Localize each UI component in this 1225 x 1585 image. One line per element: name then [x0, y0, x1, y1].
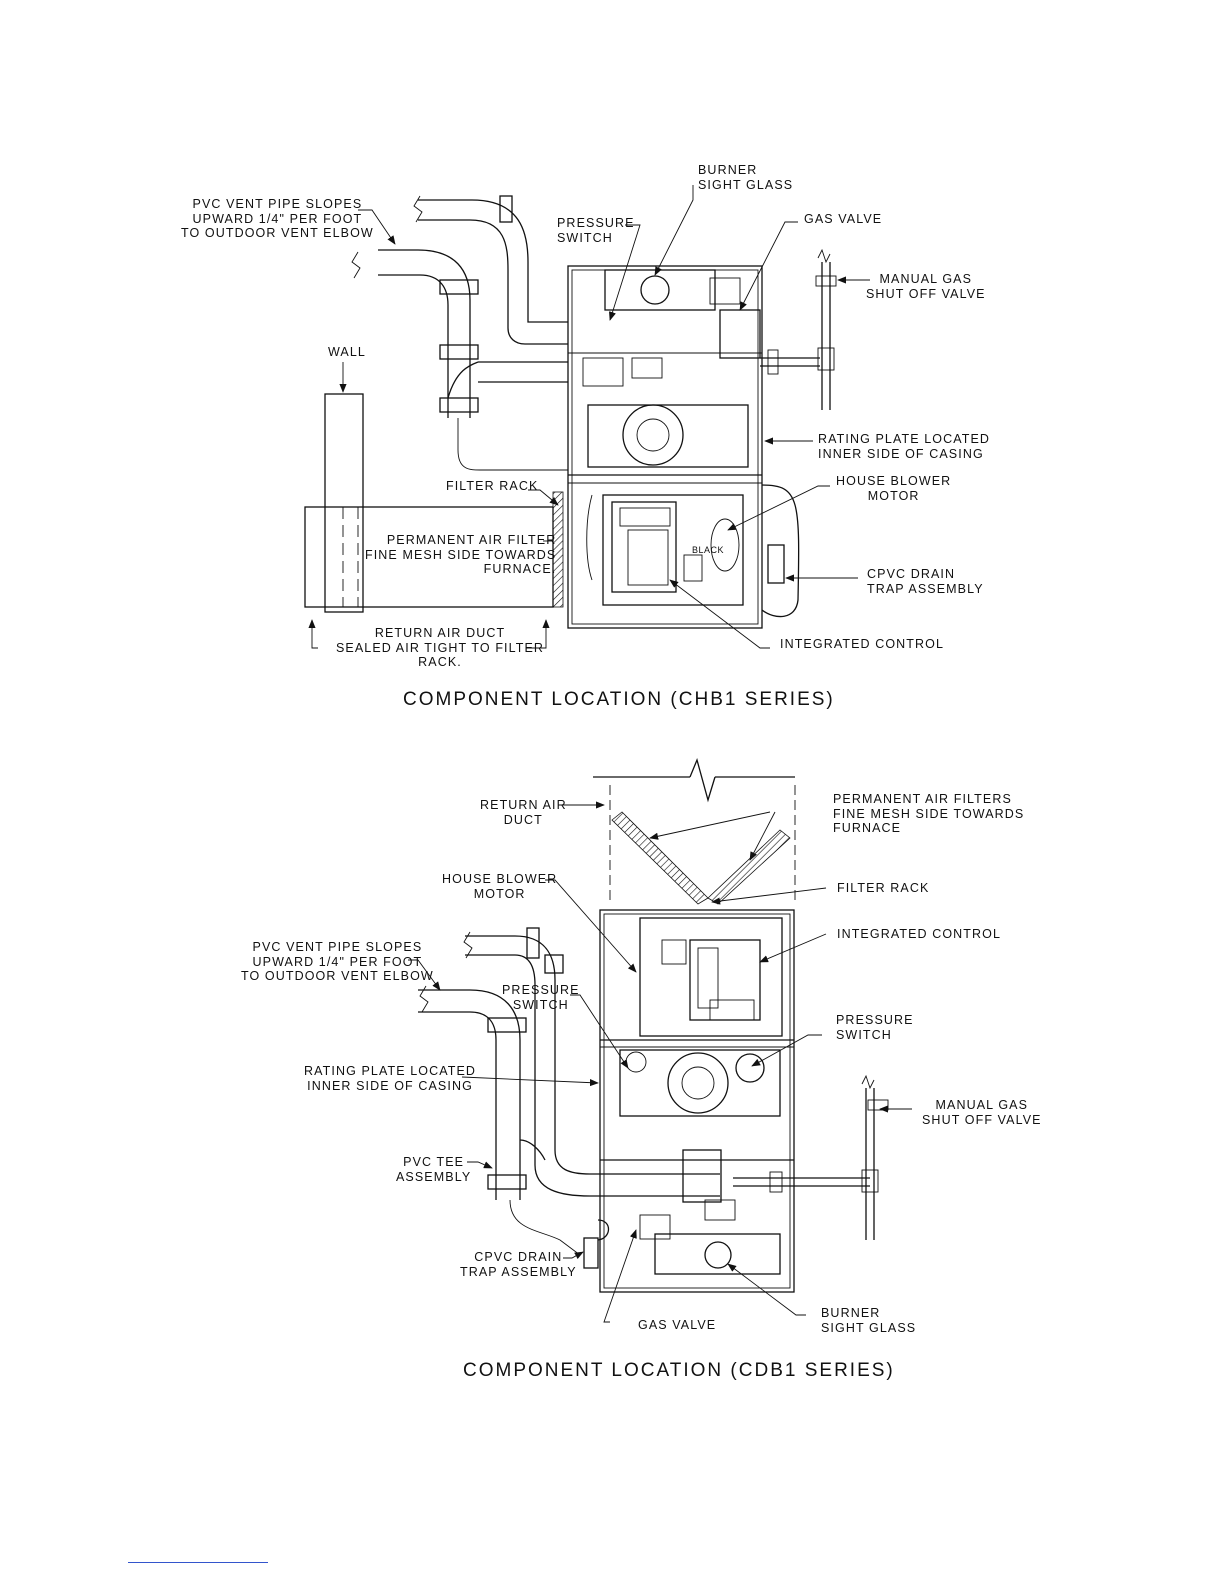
cdb1-label-filter-rack: FILTER RACK — [837, 881, 930, 895]
chb1-label-air-filter: PERMANENT AIR FILTER FINE MESH SIDE TOWA… — [365, 533, 557, 576]
chb1-return-duct — [304, 491, 564, 608]
chb1-label-wall: WALL — [328, 345, 366, 359]
cdb1-label-return-air-duct: RETURN AIR DUCT — [480, 798, 567, 827]
chb1-label-manual-gas-valve: MANUAL GAS SHUT OFF VALVE — [866, 272, 986, 301]
cdb1-return-duct — [593, 757, 796, 905]
chb1-cabinet — [567, 265, 763, 629]
cdb1-cabinet — [599, 909, 795, 1293]
cdb1-label-drain-trap: CPVC DRAIN TRAP ASSEMBLY — [460, 1250, 577, 1279]
cdb1-label-pressure-switch-right: PRESSURE SWITCH — [836, 1013, 914, 1042]
chb1-label-return-air-duct: RETURN AIR DUCT SEALED AIR TIGHT TO FILT… — [336, 626, 545, 669]
chb1-inducer — [582, 357, 749, 468]
cdb1-leaders — [408, 801, 912, 1323]
cdb1-gas-line — [733, 1074, 889, 1240]
chb1-burner-box — [604, 269, 741, 311]
chb1-gas-valve — [719, 309, 820, 375]
cdb1-label-manual-gas-valve: MANUAL GAS SHUT OFF VALVE — [922, 1098, 1042, 1127]
chb1-control-area — [586, 494, 744, 606]
chb1-label-rating-plate: RATING PLATE LOCATED INNER SIDE OF CASIN… — [818, 432, 991, 461]
cdb1-drawing — [408, 757, 912, 1323]
chb1-label-burner-sight-glass: BURNER SIGHT GLASS — [698, 163, 794, 192]
chb1-label-black-wire: BLACK — [692, 545, 725, 555]
chb1-label-gas-valve: GAS VALVE — [804, 212, 883, 226]
footer-link-underline[interactable] — [128, 1562, 268, 1563]
cdb1-label-burner-sight-glass: BURNER SIGHT GLASS — [821, 1306, 917, 1335]
cdb1-label-rating-plate: RATING PLATE LOCATED INNER SIDE OF CASIN… — [304, 1064, 477, 1093]
chb1-vent-pipes — [351, 195, 568, 471]
chb1-label-drain-trap: CPVC DRAIN TRAP ASSEMBLY — [867, 567, 984, 596]
cdb1-label-gas-valve: GAS VALVE — [638, 1318, 717, 1332]
chb1-leaders — [308, 185, 870, 649]
chb1-label-vent-pipe: PVC VENT PIPE SLOPES UPWARD 1/4" PER FOO… — [181, 197, 374, 240]
cdb1-label-pvc-tee: PVC TEE ASSEMBLY — [396, 1155, 472, 1184]
cdb1-inducer — [619, 1049, 781, 1117]
cdb1-burner-box — [639, 1199, 781, 1275]
chb1-title: COMPONENT LOCATION (CHB1 SERIES) — [403, 689, 835, 710]
cdb1-control-area — [639, 917, 783, 1037]
cdb1-label-integrated-control: INTEGRATED CONTROL — [837, 927, 1002, 941]
cdb1-vent-pipes — [418, 927, 722, 1203]
cdb1-drain-trap — [509, 1199, 610, 1269]
chb1-label-integrated-control: INTEGRATED CONTROL — [780, 637, 945, 651]
cdb1-label-pressure-switch-left: PRESSURE SWITCH — [502, 983, 580, 1012]
cdb1-label-house-blower-motor: HOUSE BLOWER MOTOR — [442, 872, 558, 901]
chb1-label-filter-rack: FILTER RACK — [446, 479, 539, 493]
cdb1-label-vent-pipe: PVC VENT PIPE SLOPES UPWARD 1/4" PER FOO… — [241, 940, 434, 983]
cdb1-label-air-filters: PERMANENT AIR FILTERS FINE MESH SIDE TOW… — [833, 792, 1025, 835]
chb1-drain-trap — [761, 484, 800, 618]
cdb1-title: COMPONENT LOCATION (CDB1 SERIES) — [463, 1360, 895, 1381]
chb1-gas-line — [815, 248, 837, 410]
chb1-label-house-blower-motor: HOUSE BLOWER MOTOR — [836, 474, 952, 503]
chb1-drawing — [304, 185, 870, 649]
chb1-wall — [324, 393, 364, 613]
chb1-label-pressure-switch: PRESSURE SWITCH — [557, 216, 635, 245]
